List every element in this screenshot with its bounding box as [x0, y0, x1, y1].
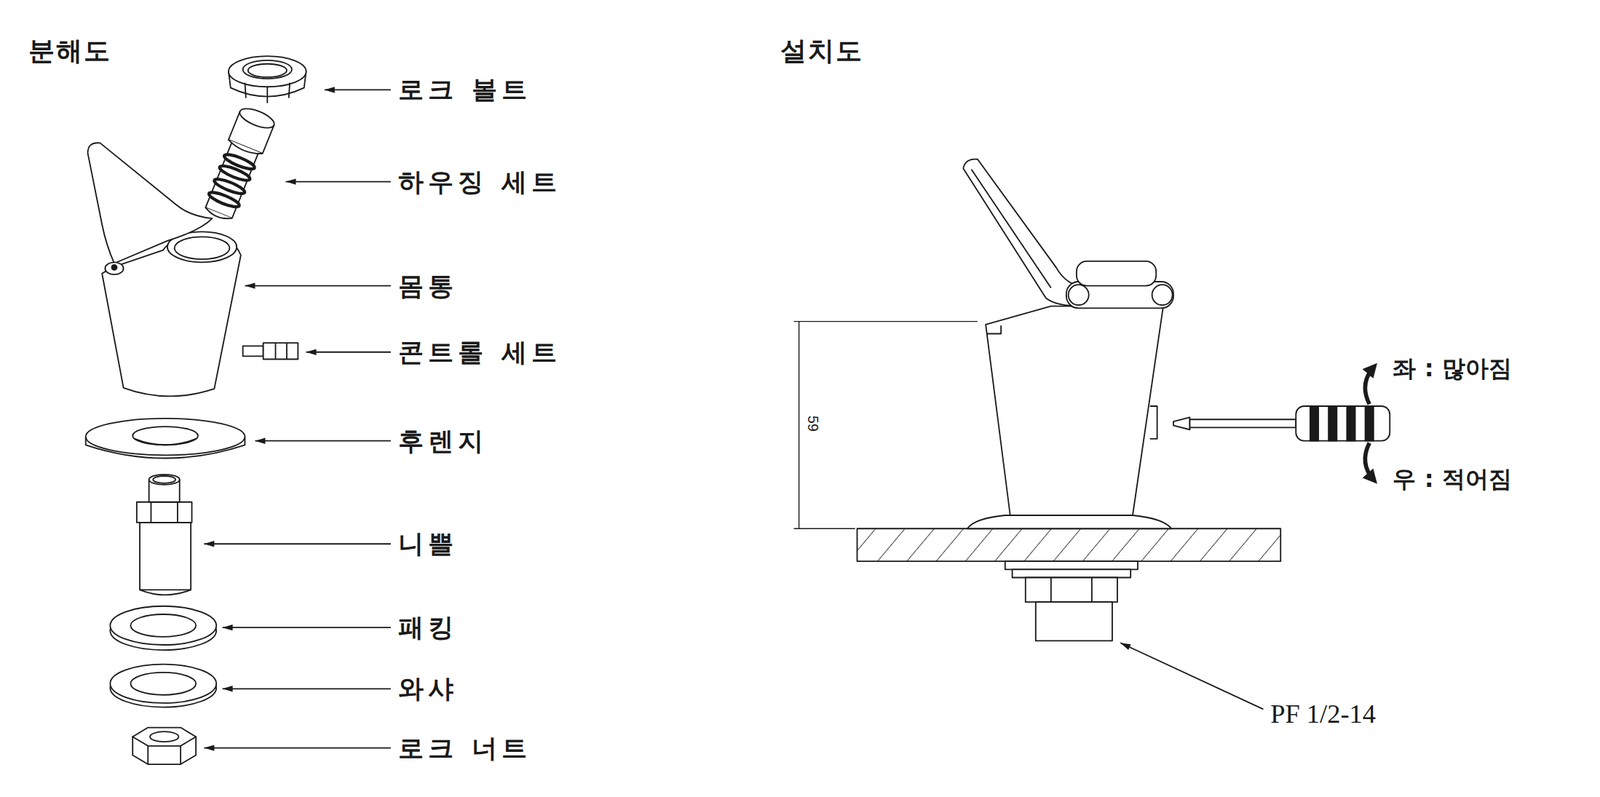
screwdriver-figure [1173, 406, 1390, 442]
body-figure [88, 142, 241, 396]
part-name: 로크 너트 [398, 733, 533, 763]
washer-figure [109, 664, 217, 708]
section-heading: 분해도 [28, 36, 111, 66]
dimension-lines [794, 321, 978, 530]
part-name: 패킹 [398, 613, 459, 643]
part-name: 로크 볼트 [398, 75, 533, 105]
installed-faucet-figure [857, 159, 1282, 642]
part-name: 하우징 세트 [398, 167, 562, 196]
leader-lines [203, 89, 391, 748]
part-name: 후렌지 [398, 426, 489, 455]
lock-bolt-figure [228, 56, 307, 103]
housing-set-figure [200, 104, 277, 224]
leader-line [1120, 642, 1263, 710]
adjust-note: 좌 : 많아짐 [1392, 356, 1512, 383]
packing-figure [109, 606, 217, 651]
control-set-figure [243, 342, 299, 359]
lock-nut-figure [132, 727, 196, 765]
adjust-note: 우 : 적어짐 [1392, 466, 1512, 493]
dimension: 59 [804, 415, 821, 432]
flange-figure [85, 418, 246, 459]
section-heading: 설치도 [780, 36, 863, 66]
part-name: 니쁠 [398, 529, 459, 559]
nipple-figure [136, 474, 193, 595]
part-name: 콘트롤 세트 [398, 337, 562, 367]
part-name: 몸통 [398, 271, 459, 300]
thread-spec: PF 1/2-14 [1270, 699, 1376, 729]
rotation-arrows [1364, 367, 1373, 480]
part-name: 와샤 [398, 674, 459, 704]
